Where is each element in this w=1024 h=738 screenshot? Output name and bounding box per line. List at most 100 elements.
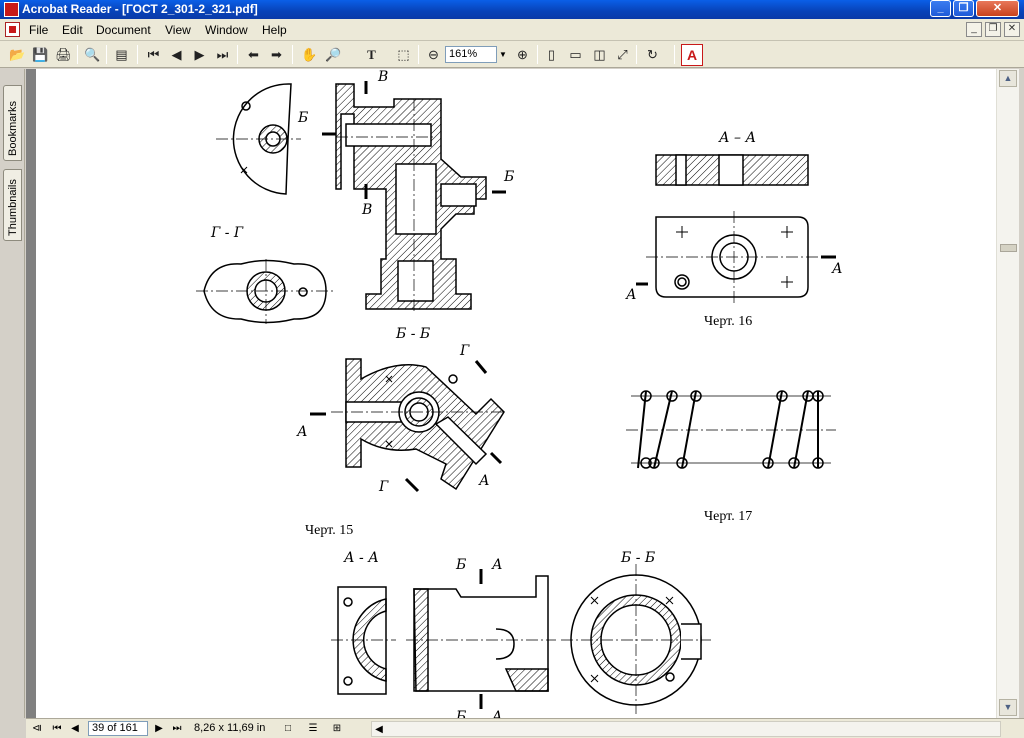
acrobat-app-icon[interactable]: [4, 2, 19, 17]
caption-fig16: Черт. 16: [704, 314, 753, 329]
menu-window[interactable]: Window: [205, 23, 248, 37]
navigation-tabs: Bookmarks Thumbnails: [0, 69, 25, 718]
close-button[interactable]: ✕: [976, 0, 1019, 17]
actual-size-icon[interactable]: ▯: [547, 47, 556, 62]
label-cut-aa2: А: [492, 709, 503, 718]
tab-thumbnails-label: Thumbnails: [7, 179, 19, 236]
scroll-thumb[interactable]: [1000, 244, 1017, 252]
label-cut-a3: А: [626, 287, 637, 303]
previous-page-icon[interactable]: ◀: [171, 47, 182, 62]
label-section-gg: Г - Г: [211, 225, 244, 241]
label-cut-g2: Г: [379, 479, 389, 495]
toggle-navigation-pane-icon[interactable]: ▤: [115, 47, 128, 62]
zoom-dropdown-icon[interactable]: ▼: [499, 50, 507, 59]
label-cut-b2: Б: [504, 169, 515, 185]
label-cut-a4: А: [832, 261, 843, 277]
fit-width-icon[interactable]: ◫: [593, 47, 606, 62]
scroll-left-button[interactable]: ◀: [375, 724, 383, 735]
toolbar-separator: [77, 45, 78, 64]
caption-fig17: Черт. 17: [704, 509, 753, 524]
label-cut-g1: Г: [460, 343, 470, 359]
maximize-button[interactable]: ❐: [953, 0, 974, 17]
label-section-bb-bottom: Б - Б: [621, 550, 656, 566]
label-section-aa-right: А – А: [719, 130, 757, 146]
label-cut-v1: В: [378, 69, 389, 85]
tab-bookmarks-label: Bookmarks: [7, 100, 19, 156]
title-bar: Acrobat Reader - [ГОСТ 2_301-2_321.pdf] …: [0, 0, 1024, 19]
save-icon[interactable]: 💾: [32, 47, 49, 62]
side-view-bottom: [413, 575, 549, 692]
page-number-field[interactable]: 39 of 161: [88, 721, 148, 736]
single-page-view-icon[interactable]: □: [284, 723, 292, 734]
go-forward-icon[interactable]: ➡: [271, 47, 282, 62]
minimize-button[interactable]: _: [930, 0, 951, 17]
rotate-icon[interactable]: ↻: [647, 47, 658, 62]
last-page-icon[interactable]: ⏭: [216, 47, 229, 62]
menu-file[interactable]: File: [29, 23, 49, 37]
menu-help[interactable]: Help: [262, 23, 287, 37]
doc-minimize-button[interactable]: _: [966, 22, 982, 37]
status-first-page-icon[interactable]: ⏮: [52, 723, 62, 734]
print-icon[interactable]: 🖨: [55, 47, 72, 62]
graphics-select-icon[interactable]: ⬚: [397, 47, 410, 62]
toolbar: 📂 💾 🖨 🔍 ▤ ⏮ ◀ ▶ ⏭ ⬅ ➡ ✋ 🔎 T ⬚ ⊖ 161% ▼ ⊕…: [0, 41, 1024, 68]
tab-thumbnails[interactable]: Thumbnails: [3, 169, 22, 241]
menu-document[interactable]: Document: [96, 23, 151, 37]
zoom-tool-icon[interactable]: 🔎: [325, 47, 342, 62]
zoom-level-input[interactable]: 161%: [445, 46, 497, 63]
window-title: Acrobat Reader - [ГОСТ 2_301-2_321.pdf]: [22, 2, 258, 16]
status-prev-page-icon[interactable]: ◀: [71, 723, 79, 734]
label-cut-aa1: А: [492, 557, 503, 573]
first-page-icon[interactable]: ⏮: [147, 47, 160, 62]
zoom-in-icon[interactable]: ⊕: [517, 47, 528, 62]
fit-page-icon[interactable]: ▭: [569, 47, 582, 62]
find-icon[interactable]: 🔍: [84, 47, 101, 62]
hand-tool-icon[interactable]: ✋: [301, 47, 318, 62]
partial-view-outline: [232, 83, 292, 195]
toolbar-separator: [636, 45, 637, 64]
toolbar-separator: [292, 45, 293, 64]
menu-edit[interactable]: Edit: [62, 23, 83, 37]
next-page-icon[interactable]: ▶: [194, 47, 205, 62]
doc-close-button[interactable]: ✕: [1004, 22, 1020, 37]
plan-view-fig16: [655, 216, 809, 298]
section-aa-bottom: [337, 586, 387, 695]
scroll-up-button[interactable]: ▲: [999, 70, 1017, 87]
vertical-scrollbar[interactable]: ▲ ▼: [996, 69, 1019, 718]
scroll-down-button[interactable]: ▼: [999, 699, 1017, 716]
page-size-label: 8,26 x 11,69 in: [194, 722, 266, 734]
document-viewport[interactable]: Черт. 15 Черт. 16 Черт. 17 Г - Г Б - Б А…: [26, 69, 996, 718]
horizontal-scrollbar[interactable]: ◀: [371, 721, 1001, 737]
adobe-logo-icon[interactable]: A: [681, 44, 703, 66]
label-cut-v2: В: [362, 202, 373, 218]
open-icon[interactable]: 📂: [9, 47, 26, 62]
text-select-icon[interactable]: T: [367, 47, 376, 62]
label-section-bb-top: Б - Б: [396, 326, 431, 342]
toolbar-separator: [137, 45, 138, 64]
toolbar-separator: [674, 45, 675, 64]
toolbar-separator: [418, 45, 419, 64]
facing-pages-view-icon[interactable]: ⊞: [332, 723, 342, 734]
spring-fig17: [626, 390, 836, 469]
document-icon[interactable]: [5, 22, 20, 37]
menu-view[interactable]: View: [165, 23, 191, 37]
status-last-page-icon[interactable]: ⏭: [172, 723, 182, 734]
label-cut-a2: А: [479, 473, 490, 489]
toolbar-separator: [537, 45, 538, 64]
label-cut-b1: Б: [298, 110, 309, 126]
doc-restore-button[interactable]: ❐: [985, 22, 1001, 37]
tab-bookmarks[interactable]: Bookmarks: [3, 85, 22, 161]
menu-bar: File Edit Document View Window Help _ ❐ …: [0, 19, 1024, 41]
reflow-icon[interactable]: ⤢: [617, 47, 628, 62]
pdf-page: Черт. 15 Черт. 16 Черт. 17 Г - Г Б - Б А…: [36, 69, 996, 718]
go-back-icon[interactable]: ⬅: [248, 47, 259, 62]
status-next-page-icon[interactable]: ▶: [155, 723, 163, 734]
label-cut-bb2: Б: [456, 709, 467, 718]
label-section-aa-bottom: А - А: [344, 550, 379, 566]
continuous-view-icon[interactable]: ☰: [308, 723, 318, 734]
label-cut-bb1: Б: [456, 557, 467, 573]
status-bar: ⧏ ⏮ ◀ 39 of 161 ▶ ⏭ 8,26 x 11,69 in □ ☰ …: [26, 718, 1024, 738]
toolbar-separator: [106, 45, 107, 64]
nav-pane-toggle-icon[interactable]: ⧏: [32, 723, 42, 734]
zoom-out-icon[interactable]: ⊖: [428, 47, 439, 62]
